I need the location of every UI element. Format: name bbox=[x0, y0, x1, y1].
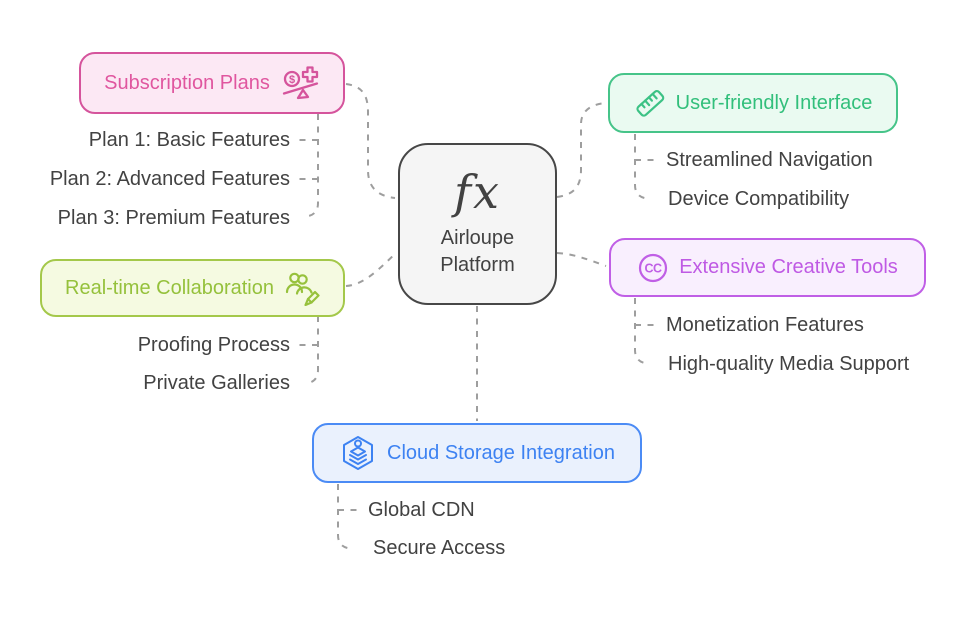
leaf-plan3: Plan 3: Premium Features bbox=[57, 207, 290, 229]
link-center-userfriendly bbox=[556, 102, 607, 198]
leaf-plan1: Plan 1: Basic Features bbox=[88, 129, 290, 151]
link-userfriendly-children bbox=[634, 134, 648, 200]
function-symbol: fx bbox=[454, 165, 501, 219]
link-subscription-children bbox=[305, 114, 319, 218]
link-creative-children bbox=[634, 298, 648, 365]
center-title-line2: Platform bbox=[440, 254, 515, 276]
branch-label-cloud-storage-integration: Cloud Storage Integration bbox=[387, 441, 615, 464]
leaf-secure-access: Secure Access bbox=[373, 537, 506, 559]
leaf-monetization-features: Monetization Features bbox=[666, 314, 864, 336]
leaf-high-quality-media-support: High-quality Media Support bbox=[668, 353, 910, 375]
branch-node-extensive-creative-tools: CC Extensive Creative Tools bbox=[609, 238, 926, 297]
link-center-creative bbox=[556, 252, 607, 267]
branch-label-subscription-plans: Subscription Plans bbox=[104, 71, 270, 94]
link-collaboration-center bbox=[345, 252, 397, 287]
hexagon-stack-icon bbox=[343, 436, 374, 470]
leaf-global-cdn: Global CDN bbox=[368, 499, 475, 521]
branch-node-realtime-collaboration: Real-time Collaboration bbox=[40, 259, 345, 317]
branch-label-extensive-creative-tools: Extensive Creative Tools bbox=[679, 256, 898, 278]
center-node-airloupe-platform: fx Airloupe Platform bbox=[398, 143, 557, 305]
branch-node-userfriendly-interface: User-friendly Interface bbox=[608, 73, 898, 133]
leaf-device-compatibility: Device Compatibility bbox=[668, 188, 850, 210]
leaf-proofing-process: Proofing Process bbox=[137, 334, 290, 356]
center-title-line1: Airloupe bbox=[440, 227, 515, 249]
ruler-icon bbox=[636, 90, 664, 117]
money-scale-icon: $ bbox=[282, 66, 318, 100]
leaf-plan2: Plan 2: Advanced Features bbox=[49, 168, 290, 190]
link-collaboration-children bbox=[305, 316, 319, 385]
branch-node-subscription-plans: Subscription Plans $ bbox=[79, 52, 345, 114]
link-cloud-children bbox=[337, 484, 351, 550]
leaf-private-galleries: Private Galleries bbox=[143, 372, 290, 394]
branch-label-userfriendly-interface: User-friendly Interface bbox=[675, 91, 873, 114]
branch-label-realtime-collaboration: Real-time Collaboration bbox=[65, 276, 274, 299]
leaf-streamlined-navigation: Streamlined Navigation bbox=[666, 149, 873, 171]
branch-node-cloud-storage-integration: Cloud Storage Integration bbox=[312, 423, 642, 483]
svg-text:$: $ bbox=[289, 74, 295, 86]
creative-commons-icon: CC bbox=[639, 253, 668, 282]
link-subscription-center bbox=[345, 83, 396, 199]
svg-text:CC: CC bbox=[645, 261, 663, 275]
collaboration-users-pencil-icon bbox=[285, 272, 320, 306]
